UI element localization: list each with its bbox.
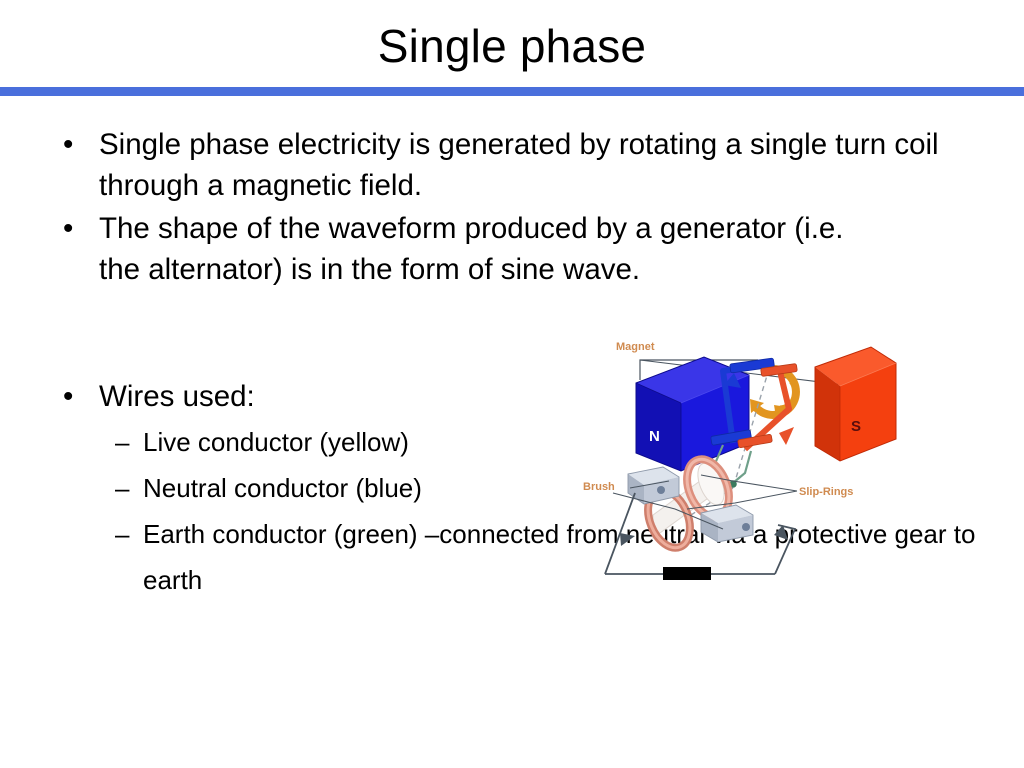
rotation-axis (690, 368, 770, 516)
north-magnet: N (635, 356, 750, 472)
sub-bullet-item-2: – Neutral conductor (blue) (55, 465, 985, 511)
north-pole-letter: N (649, 428, 660, 445)
bullet-text-3: Wires used: (99, 380, 255, 413)
bullet-text-2: The shape of the waveform produced by a … (99, 212, 844, 286)
sub-bullet-item-3: – Earth conductor (green) –connected fro… (55, 511, 985, 603)
ac-generator-diagram: N S (583, 333, 903, 618)
sub-bullet-marker: – (115, 473, 130, 503)
sub-bullet-text-3: Earth conductor (green) –connected from … (143, 519, 976, 595)
brush-blocks (627, 466, 754, 543)
brush-label: Brush (583, 481, 615, 493)
slip-rings-label: Slip-Rings (799, 486, 853, 498)
sub-bullet-text-2: Neutral conductor (blue) (143, 473, 422, 503)
south-magnet: S (814, 346, 897, 462)
current-arrow-left (620, 533, 635, 546)
title-divider (0, 87, 1024, 96)
bullet-item-1: • Single phase electricity is generated … (55, 124, 985, 206)
bullet-marker: • (63, 212, 74, 245)
bullet-text-1: Single phase electricity is generated by… (99, 128, 939, 202)
sub-bullet-marker: – (115, 519, 130, 549)
sub-bullet-marker: – (115, 427, 130, 457)
sub-bullet-text-1: Live conductor (yellow) (143, 427, 409, 457)
magnet-label: Magnet (616, 341, 655, 353)
sub-bullet-item-1: – Live conductor (yellow) (55, 419, 985, 465)
bullet-marker: • (63, 128, 74, 161)
load-resistor (663, 567, 711, 580)
bullet-item-2: • The shape of the waveform produced by … (55, 208, 985, 290)
page-title: Single phase (377, 20, 647, 72)
slide-body: • Single phase electricity is generated … (55, 124, 985, 603)
external-circuit (604, 492, 797, 580)
south-pole-letter: S (851, 418, 861, 435)
bullet-marker: • (63, 380, 74, 413)
current-arrow-right (774, 525, 788, 540)
slip-rings-leader-line (686, 474, 798, 510)
bullet-item-3: • Wires used: (55, 376, 985, 417)
